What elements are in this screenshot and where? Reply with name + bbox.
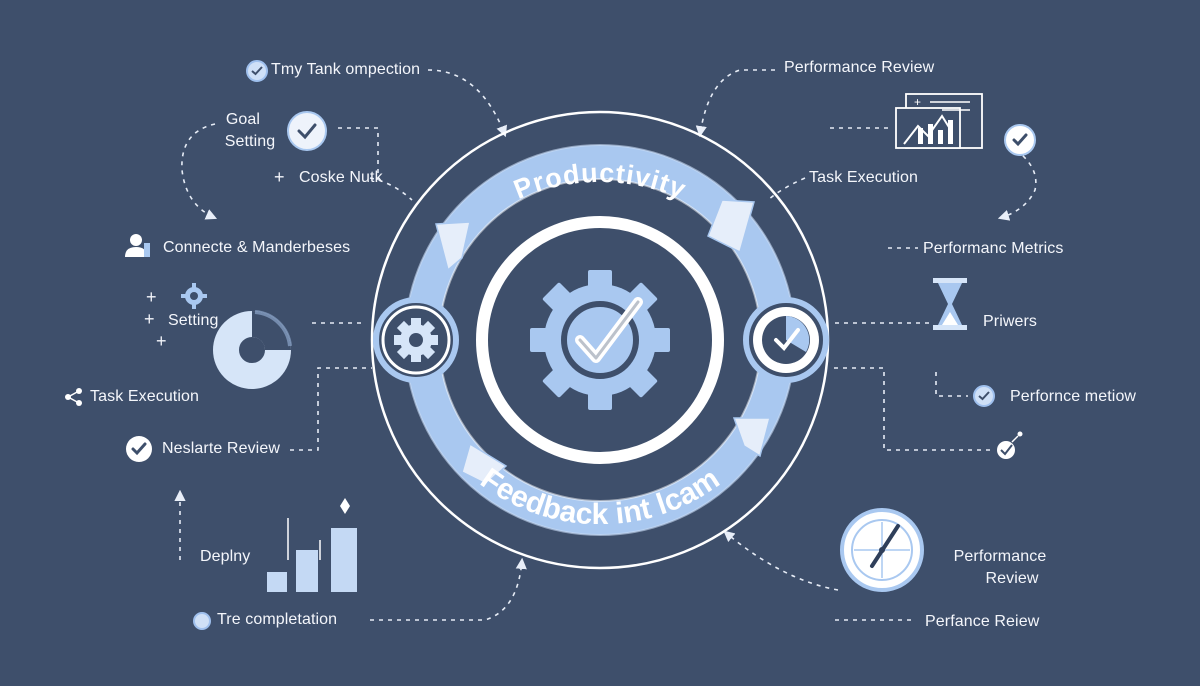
gauge-icon [997, 431, 1023, 459]
gear-icon [180, 282, 208, 315]
label-task-execution-right: Task Execution [809, 169, 919, 186]
label-tmy-tank-ompection: Tmy Tank ompection [271, 61, 421, 78]
check-icon [246, 60, 268, 82]
label-performance-review-top: Performance Review [784, 59, 935, 76]
cycle-arrow-lower-left [461, 442, 508, 485]
goal-check-icon [287, 111, 327, 151]
plus-icon: + [146, 287, 157, 307]
label-coske-nutk: Coske Nutk [299, 169, 383, 186]
monitor-chart-icon: + [895, 93, 983, 149]
label-goal: Goal [225, 111, 261, 128]
plus-icon: + [144, 309, 155, 329]
cycle-arrow-upper-left [435, 221, 471, 272]
compass-icon [840, 508, 924, 592]
plus-icon: + [156, 331, 167, 351]
label-tre-completation: Tre completation [217, 611, 338, 628]
plus-icon: + [274, 167, 285, 187]
label-perfornce-metiow: Perfornce metiow [1010, 388, 1137, 405]
arc-title-feedback: Feedback int lcam [475, 462, 726, 531]
central-gear-check-icon [530, 270, 670, 410]
label-task-execution-left: Task Execution [90, 388, 200, 405]
donut-chart-icon [213, 310, 292, 389]
label-performance: Performance [953, 548, 1047, 565]
cycle-arrow-lower-right [732, 417, 771, 458]
label-setting-top: Setting [224, 133, 276, 150]
svg-text:Feedback int lcam: Feedback int lcam [475, 462, 726, 531]
cycle-arrow-upper-right [707, 199, 755, 254]
check-icon [126, 436, 152, 462]
share-icon [64, 387, 84, 412]
left-node-gear-icon [373, 297, 459, 383]
label-setting: Setting [168, 312, 219, 329]
bar-chart-icon [267, 498, 357, 592]
check-icon [1004, 124, 1036, 156]
right-node-pie-check-icon [743, 297, 829, 383]
label-review: Review [985, 570, 1039, 587]
label-neslarte-review: Neslarte Review [162, 440, 280, 457]
connector-lines [174, 69, 1037, 621]
hourglass-icon [933, 278, 967, 330]
svg-text:+: + [914, 95, 921, 109]
user-icon [124, 232, 152, 263]
label-priwers: Priwers [983, 313, 1038, 330]
label-connecte-manderbeses: Connecte & Manderbeses [163, 239, 351, 256]
check-icon [973, 385, 995, 407]
label-deplny: Deplny [200, 548, 251, 565]
label-performanc-metrics: Performanc Metrics [923, 240, 1064, 257]
info-icon [193, 612, 211, 630]
label-perfance-reiew: Perfance Reiew [925, 613, 1040, 630]
